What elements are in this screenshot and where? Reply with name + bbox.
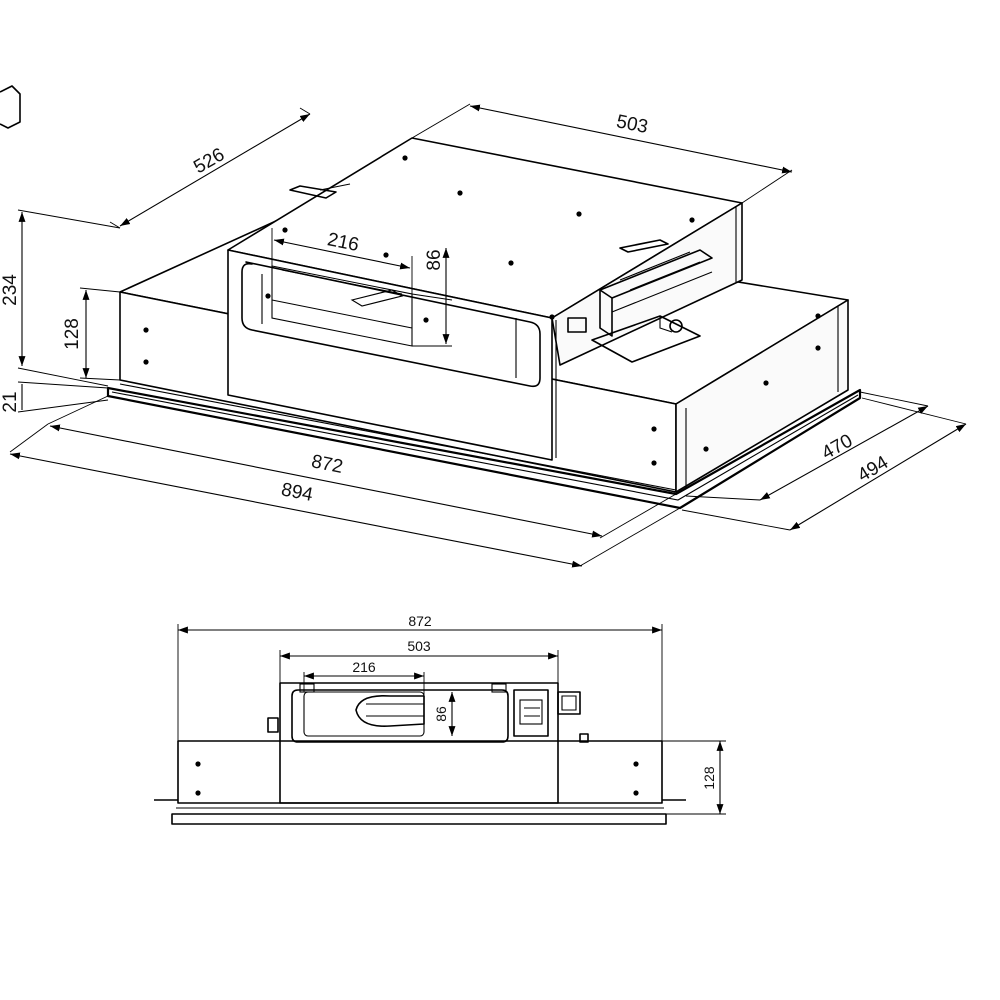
dim-872-front: 872 <box>177 613 663 741</box>
front-casing <box>177 740 663 804</box>
dim-label-470: 470 <box>818 430 856 464</box>
dim-86-front: 86 <box>433 692 456 736</box>
front-flange <box>171 813 667 825</box>
dim-21: 21 <box>0 381 109 413</box>
dim-128-iso: 128 <box>62 287 121 381</box>
dim-label-526: 526 <box>190 144 228 178</box>
dim-label-494: 494 <box>854 452 892 487</box>
dim-label-234: 234 <box>0 274 21 306</box>
outlet-opening <box>241 261 541 388</box>
dim-label-21: 21 <box>0 391 21 412</box>
dim-216: 216 <box>271 228 413 294</box>
dim-label-503: 503 <box>614 111 649 138</box>
dim-label-872-iso: 872 <box>309 451 344 478</box>
dim-526: 526 <box>109 107 311 229</box>
dim-label-872-front: 872 <box>408 613 432 629</box>
dim-216-front: 216 <box>303 659 425 696</box>
dim-128-front: 128 <box>662 740 726 815</box>
front-outlet <box>291 689 509 743</box>
dim-234: 234 <box>0 209 121 387</box>
dim-label-503-front: 503 <box>407 638 431 654</box>
dim-86: 86 <box>411 247 453 347</box>
dim-label-128-front: 128 <box>701 766 717 790</box>
isometric-view: 526 503 216 86 234 <box>0 85 967 568</box>
dim-894: 894 <box>9 423 681 568</box>
dim-label-128-iso: 128 <box>62 318 83 350</box>
dim-label-86: 86 <box>424 249 445 270</box>
dim-label-216-front: 216 <box>352 659 376 675</box>
front-view: 872 503 216 86 128 <box>154 613 726 825</box>
dim-label-86-front: 86 <box>433 706 449 722</box>
control-mechanism <box>567 249 713 363</box>
casing-side-face <box>675 299 849 493</box>
screw-holes <box>143 155 821 466</box>
dim-503-front: 503 <box>279 638 559 683</box>
dim-label-894: 894 <box>279 479 315 506</box>
house-icon <box>0 85 21 129</box>
dim-503: 503 <box>411 103 793 204</box>
front-motor-box <box>279 682 559 804</box>
